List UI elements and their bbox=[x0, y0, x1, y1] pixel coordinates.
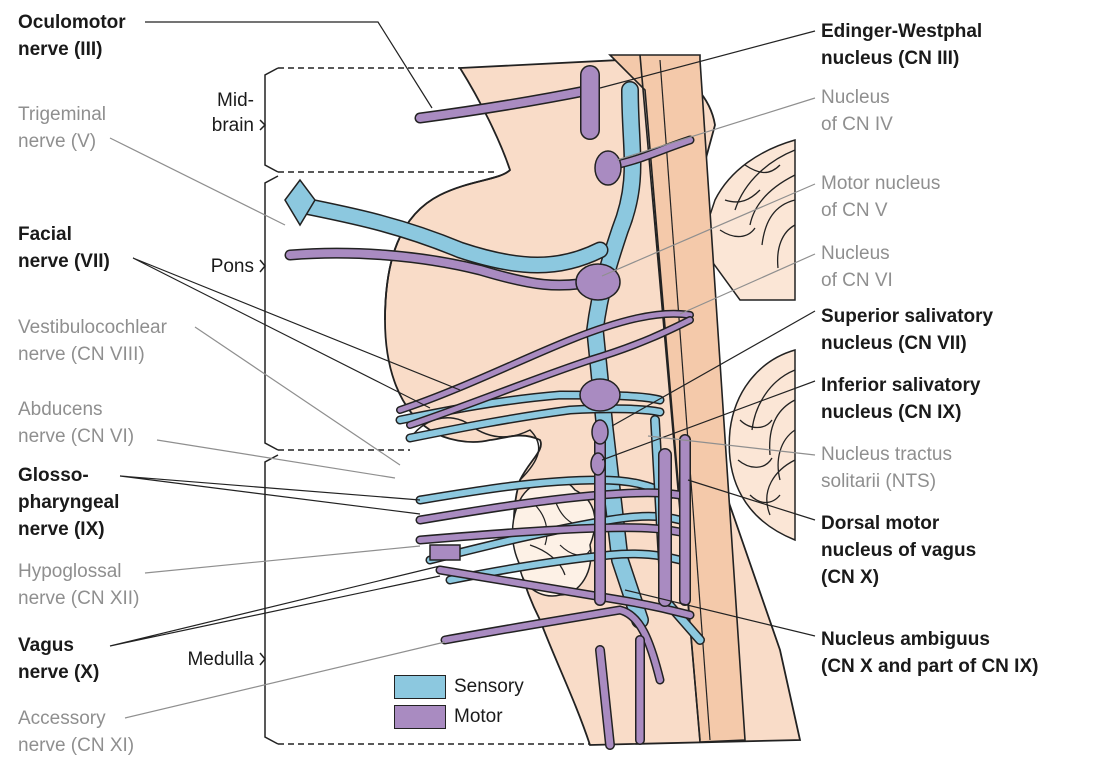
medulla-region-label: Medulla bbox=[187, 649, 254, 670]
nuclei bbox=[575, 150, 622, 476]
legend-motor: Motor bbox=[394, 704, 503, 730]
motor-pathways bbox=[284, 65, 695, 750]
legend-sensory-label: Sensory bbox=[454, 676, 524, 697]
pons-region-label: Pons bbox=[210, 256, 254, 277]
legend-sensory: Sensory bbox=[394, 674, 524, 700]
legend-motor-label: Motor bbox=[454, 706, 503, 727]
sensory-swatch bbox=[394, 675, 446, 699]
nucleus-ambiguus-label: Nucleus ambiguus(CN X and part of CN IX) bbox=[821, 629, 1039, 677]
cerebellum bbox=[699, 139, 796, 542]
midbrain-region-label: Mid-brain bbox=[211, 90, 254, 136]
leader-lines bbox=[109, 21, 816, 719]
motor-swatch bbox=[394, 705, 446, 729]
